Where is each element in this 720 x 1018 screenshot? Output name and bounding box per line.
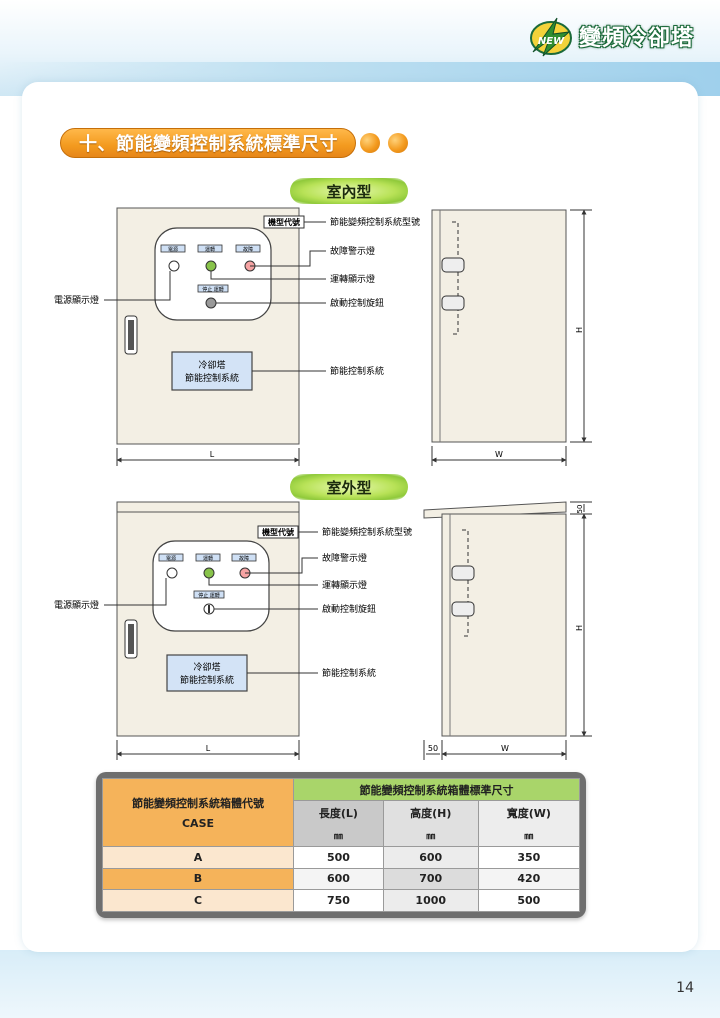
table-row: B 600 700 420 — [102, 867, 581, 891]
outdoor-callout-system: 節能控制系統 — [322, 667, 376, 679]
outdoor-power-lamp — [166, 567, 178, 579]
indoor-lamp-label-fault: 故障 — [243, 246, 253, 253]
indoor-front-view: 機型代號 電源 運轉 故障 停止 運轉 冷卻塔 節能控制系統 節能變頻控制系 — [54, 207, 420, 466]
col-height-name: 高度(H) — [410, 807, 452, 820]
outdoor-front-view: 機型代號 電源 運轉 故障 停止 運轉 冷卻塔 節能控制系統 節能變頻控制系統型… — [54, 501, 412, 760]
outdoor-dim-side: 50 — [428, 744, 438, 753]
indoor-system-box-line1: 冷卻塔 — [198, 359, 225, 371]
case-code-header-line1: 節能變頻控制系統箱體代號 — [132, 797, 264, 810]
length-cell: 750 — [293, 889, 384, 912]
outdoor-dim-L: L — [206, 744, 211, 753]
indoor-callout-power: 電源顯示燈 — [54, 294, 99, 306]
width-cell: 350 — [477, 846, 581, 869]
outdoor-dim-roof: 50 — [576, 505, 584, 514]
col-width-unit: ㎜ — [524, 832, 534, 842]
dimension-table-frame: 節能變頻控制系統箱體代號 CASE 節能變頻控制系統箱體標準尺寸 長度(L) ㎜… — [96, 772, 586, 918]
indoor-model-tag: 機型代號 — [268, 217, 300, 227]
indoor-switch-label: 停止 運轉 — [202, 286, 224, 293]
col-height: 高度(H) ㎜ — [382, 800, 479, 847]
indoor-type-label: 室內型 — [290, 178, 408, 204]
indoor-callout-run: 運轉顯示燈 — [330, 273, 375, 285]
indoor-side-view: H W — [431, 209, 592, 466]
outdoor-callout-fault: 故障警示燈 — [322, 552, 367, 564]
indoor-dim-W: W — [495, 450, 503, 459]
outdoor-side-view: 50 H 50 W — [423, 501, 592, 760]
outdoor-callout-knob: 啟動控制旋鈕 — [322, 603, 376, 615]
outdoor-lamp-label-run: 運轉 — [203, 555, 213, 562]
orange-dot-icon — [360, 133, 380, 153]
cabinet-diagrams: 機型代號 電源 運轉 故障 停止 運轉 冷卻塔 節能控制系統 節能變頻控制系 — [54, 207, 592, 760]
outdoor-dim-H: H — [575, 625, 584, 631]
width-cell: 420 — [477, 867, 581, 891]
outdoor-callout-power: 電源顯示燈 — [54, 599, 99, 611]
outdoor-callout-model: 節能變頻控制系統型號 — [322, 526, 412, 538]
indoor-callout-model: 節能變頻控制系統型號 — [330, 216, 420, 228]
indoor-run-lamp — [205, 260, 217, 272]
col-length-name: 長度(L) — [318, 807, 358, 820]
col-length-unit: ㎜ — [333, 832, 343, 842]
brand-logo: NEW 變頻冷卻塔 — [527, 14, 694, 58]
indoor-dim-L: L — [210, 450, 215, 459]
col-length: 長度(L) ㎜ — [293, 800, 384, 847]
outdoor-lamp-label-power: 電源 — [166, 555, 176, 562]
col-height-unit: ㎜ — [426, 832, 436, 842]
brand-title: 變頻冷卻塔 — [578, 26, 694, 51]
indoor-dim-H: H — [575, 327, 584, 333]
indoor-system-box-line2: 節能控制系統 — [185, 372, 239, 384]
height-cell: 700 — [382, 867, 479, 891]
page-number: 14 — [676, 980, 694, 996]
outdoor-lamp-label-fault: 故障 — [239, 555, 249, 562]
length-cell: 600 — [293, 867, 384, 891]
col-width: 寬度(W) ㎜ — [477, 800, 581, 847]
footer-band — [0, 950, 720, 1018]
col-width-name: 寬度(W) — [506, 807, 551, 820]
indoor-callout-knob: 啟動控制旋鈕 — [330, 297, 384, 309]
section-title: 十、節能變頻控制系統標準尺寸 — [79, 134, 338, 155]
indoor-knob — [205, 297, 217, 309]
new-badge-icon: NEW — [527, 14, 575, 58]
dimension-table: 節能變頻控制系統箱體代號 CASE 節能變頻控制系統箱體標準尺寸 長度(L) ㎜… — [102, 778, 581, 912]
case-cell: C — [102, 889, 294, 912]
height-cell: 1000 — [382, 889, 479, 912]
table-row: C 750 1000 500 — [102, 889, 581, 912]
outdoor-run-lamp — [203, 567, 215, 579]
outdoor-model-tag: 機型代號 — [262, 527, 294, 537]
indoor-power-lamp — [168, 260, 180, 272]
case-cell: B — [102, 867, 294, 891]
table-row: A 500 600 350 — [102, 846, 581, 869]
logo-text: NEW — [538, 36, 565, 47]
width-cell: 500 — [477, 889, 581, 912]
section-title-bar: 十、節能變頻控制系統標準尺寸 — [60, 128, 356, 158]
indoor-callout-system: 節能控制系統 — [330, 365, 384, 377]
outdoor-system-box-line1: 冷卻塔 — [193, 661, 220, 673]
height-cell: 600 — [382, 846, 479, 869]
dimension-group-header: 節能變頻控制系統箱體標準尺寸 — [293, 778, 580, 801]
case-code-header-line2: CASE — [181, 817, 215, 830]
indoor-lamp-label-power: 電源 — [168, 246, 178, 253]
indoor-lamp-label-run: 運轉 — [205, 246, 215, 253]
outdoor-system-box-line2: 節能控制系統 — [180, 674, 234, 686]
header-band — [0, 0, 720, 96]
outdoor-dim-W: W — [501, 744, 509, 753]
outdoor-type-label: 室外型 — [290, 474, 408, 500]
length-cell: 500 — [293, 846, 384, 869]
outdoor-switch-label: 停止 運轉 — [198, 592, 220, 599]
case-cell: A — [102, 846, 294, 869]
outdoor-callout-run: 運轉顯示燈 — [322, 579, 367, 591]
case-code-header: 節能變頻控制系統箱體代號 CASE — [102, 778, 294, 847]
orange-dot-icon — [388, 133, 408, 153]
indoor-callout-fault: 故障警示燈 — [330, 245, 375, 257]
